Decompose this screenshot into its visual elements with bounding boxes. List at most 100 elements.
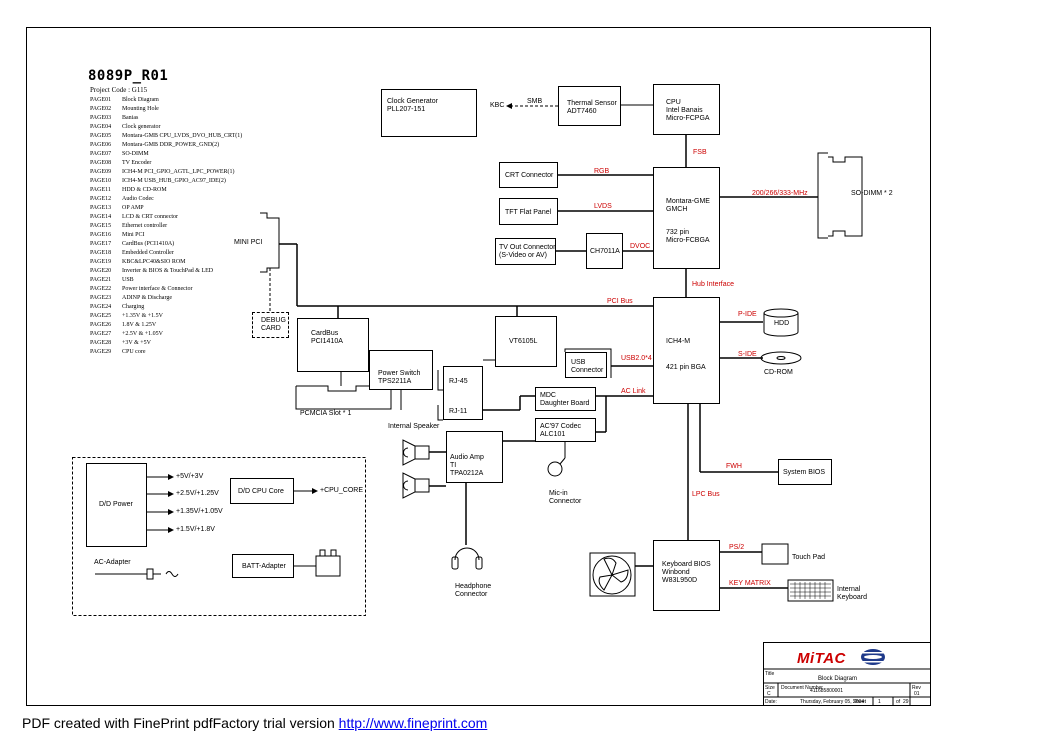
index-text: +3V & +5V (122, 340, 151, 346)
gmch-pins: 732 pin (666, 229, 689, 236)
index-text: ADINP & Discharge (122, 295, 172, 301)
batt-adapter-block: BATT-Adapter (232, 554, 294, 578)
index-row: PAGE23 ADINP & Discharge (90, 295, 172, 302)
size-value: C (767, 691, 771, 697)
side-label: S-IDE (738, 351, 757, 358)
date-label: Date: (765, 699, 777, 705)
index-text: Audio Codec (122, 196, 154, 202)
card-label: CARD (261, 325, 281, 332)
index-text: Block Diagram (122, 97, 159, 103)
tv-out-label: TV Out Connector (499, 244, 556, 251)
index-code: PAGE23 (90, 295, 112, 301)
index-text: CardBus (PCI1410A) (122, 241, 175, 247)
crt-connector-block: CRT Connector (499, 162, 558, 188)
usb-connector-block: USB Connector (565, 352, 607, 378)
index-code: PAGE15 (90, 223, 112, 229)
headphone-label: Headphone (455, 583, 492, 590)
key-matrix-label: KEY MATRIX (729, 580, 771, 587)
index-text: +2.5V & +1.05V (122, 331, 163, 337)
mic-in-label: Mic-in (549, 490, 568, 497)
power-switch-label: Power Switch (378, 370, 421, 377)
index-code: PAGE29 (90, 349, 112, 355)
ac97-label: AC'97 Codec (540, 423, 582, 430)
mic-in-sub: Connector (549, 498, 582, 505)
project-code: Project Code : G115 (90, 86, 148, 94)
doc-number: 411685800001 (810, 688, 843, 694)
mitac-logo: MiTAC (797, 650, 846, 667)
index-text: ICH4-M PCI_GPIO_AGTL_LPC_POWER(1) (122, 169, 235, 175)
pcmcia-label: PCMCIA Slot * 1 (300, 410, 352, 417)
tv-out-sub: (S-Video or AV) (499, 252, 547, 259)
clock-generator-block: Clock Generator PLL207-151 (381, 89, 477, 137)
hub-interface-label: Hub Interface (692, 281, 735, 288)
index-code: PAGE05 (90, 133, 112, 139)
index-text: SO-DIMM (122, 151, 149, 157)
ch7011-label: CH7011A (590, 248, 620, 255)
cardbus-block: CardBus PCI1410A (297, 318, 369, 372)
index-code: PAGE21 (90, 277, 112, 283)
index-text: Montara-GMB CPU_LVDS_DVO_HUB_CRT(1) (122, 133, 243, 139)
usb-label: USB (571, 359, 586, 366)
index-code: PAGE11 (90, 187, 111, 193)
memory-bus-label: 200/266/333-MHz (752, 190, 808, 197)
date-value: Thursday, February 05, 2004 (800, 699, 865, 705)
index-text: HDD & CD-ROM (122, 187, 167, 193)
rail-2-label: +2.5V/+1.25V (176, 490, 219, 497)
system-bios-label: System BIOS (783, 469, 826, 476)
fineprint-link[interactable]: http://www.fineprint.com (338, 715, 488, 731)
index-text: Mini PCI (122, 232, 145, 238)
debug-card-block: DEBUG CARD (252, 312, 289, 338)
index-row: PAGE27+2.5V & +1.05V (90, 331, 163, 338)
ps2-label: PS/2 (729, 544, 745, 551)
cpu-block: CPU Intel Banais Micro-FCPGA (653, 84, 720, 135)
pide-label: P-IDE (738, 311, 757, 318)
gmch-package: Micro-FCBGA (666, 237, 710, 244)
touch-pad-label: Touch Pad (792, 554, 826, 561)
index-code: PAGE26 (90, 322, 112, 328)
rgb-label: RGB (594, 168, 610, 175)
index-code: PAGE19 (90, 259, 112, 265)
cpu-label: CPU (666, 99, 681, 106)
kbc-smb-label: KBC (490, 102, 505, 109)
batt-adapter-label: BATT-Adapter (242, 563, 286, 570)
gmch-label: Montara-GME (666, 198, 710, 205)
lvds-label: LVDS (594, 203, 612, 210)
pci-bus-label: PCI Bus (607, 298, 633, 305)
index-code: PAGE03 (90, 115, 112, 121)
index-code: PAGE12 (90, 196, 112, 202)
index-text: Charging (122, 304, 145, 310)
crt-connector-label: CRT Connector (505, 172, 554, 179)
fwh-label: FWH (726, 463, 742, 470)
thermal-sensor-label: Thermal Sensor (567, 100, 617, 107)
mdc-label: MDC (540, 392, 556, 399)
gmch-block: Montara-GME GMCH 732 pin Micro-FCBGA (653, 167, 720, 269)
power-switch-block: Power Switch TPS2211A (369, 350, 433, 390)
audio-amp-label: Audio Amp (450, 454, 484, 461)
index-text: Clock generator (122, 124, 161, 130)
index-code: PAGE13 (90, 205, 112, 211)
index-row: PAGE11 HDD & CD-ROM (90, 187, 167, 194)
index-text: Power interface & Connector (122, 286, 193, 292)
dd-power-block: D/D Power (86, 463, 147, 547)
index-row: PAGE28+3V & +5V (90, 340, 151, 347)
index-code: PAGE01 (90, 97, 112, 103)
index-code: PAGE02 (90, 106, 112, 112)
mini-pci-label: MINI PCI (234, 239, 263, 246)
clock-generator-part: PLL207-151 (387, 106, 426, 113)
kbc-label: Keyboard BIOS (662, 561, 711, 568)
cpu-model: Intel Banais (666, 107, 703, 114)
cpu-package: Micro-FCPGA (666, 115, 710, 122)
